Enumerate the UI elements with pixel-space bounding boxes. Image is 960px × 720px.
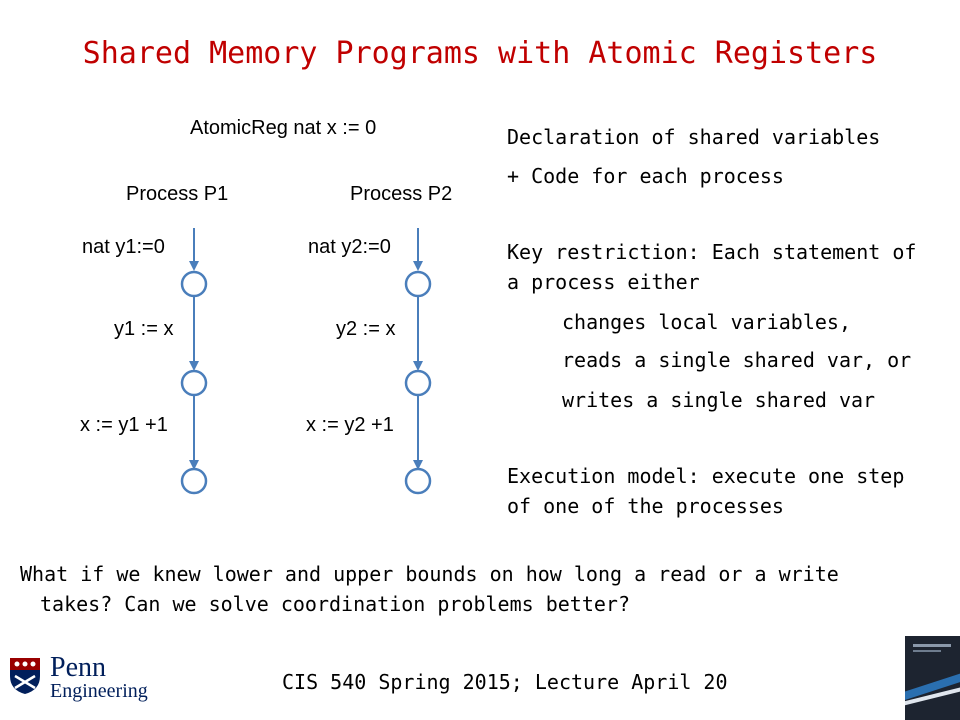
p1-state-3 <box>182 469 206 493</box>
bullet-local: changes local variables, <box>562 310 851 334</box>
penn-shield-icon <box>8 656 42 696</box>
p2-state-3 <box>406 469 430 493</box>
p2-stmt2-label: x := y2 +1 <box>306 414 394 437</box>
bullet-read: reads a single shared var, or <box>562 348 911 372</box>
footer-course: CIS 540 Spring 2015; Lecture April 20 <box>282 670 728 694</box>
key-restriction-1: Key restriction: Each statement of <box>507 240 916 264</box>
p1-stmt2-label: x := y1 +1 <box>80 414 168 437</box>
p2-stmt1-label: y2 := x <box>336 318 395 341</box>
execution-model-2: of one of the processes <box>507 494 784 518</box>
p2-state-2 <box>406 371 430 395</box>
engineering-wordmark: Engineering <box>50 680 148 703</box>
p2-state-1 <box>406 272 430 296</box>
book-cover-image <box>905 636 960 720</box>
p1-state-2 <box>182 371 206 395</box>
notes-line-1: Declaration of shared variables <box>507 125 880 149</box>
question-line-1: What if we knew lower and upper bounds o… <box>20 562 839 586</box>
p2-init-label: nat y2:=0 <box>308 236 391 259</box>
penn-engineering-logo: Penn Engineering <box>8 656 42 700</box>
bullet-write: writes a single shared var <box>562 388 875 412</box>
key-restriction-2: a process either <box>507 270 700 294</box>
notes-line-2: + Code for each process <box>507 164 784 188</box>
p1-state-1 <box>182 272 206 296</box>
question-line-2: takes? Can we solve coordination problem… <box>40 592 630 616</box>
p1-stmt1-label: y1 := x <box>114 318 173 341</box>
p1-init-label: nat y1:=0 <box>82 236 165 259</box>
execution-model-1: Execution model: execute one step <box>507 464 904 488</box>
